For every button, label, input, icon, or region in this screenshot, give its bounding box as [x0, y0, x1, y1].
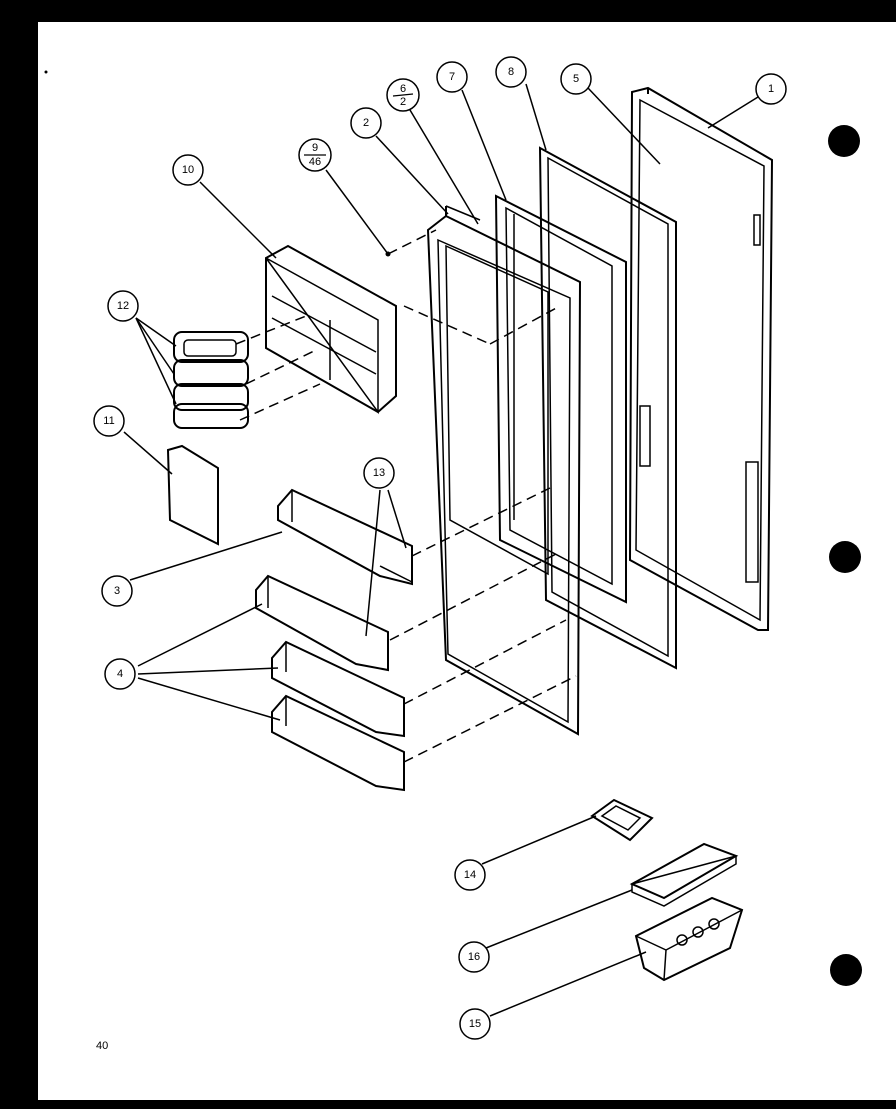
callout-7-circle: [436, 61, 468, 93]
door-outer-panel: [628, 86, 774, 631]
callout-5-circle: [560, 63, 592, 95]
door-bin-upper: [277, 488, 413, 586]
callout-9-label-top: 9: [312, 142, 318, 154]
assembly-lines: [235, 229, 577, 763]
callout-16-label: 16: [468, 951, 480, 963]
callout-12-circle: [107, 290, 139, 322]
ice-bin-lid: [629, 842, 739, 907]
small-tray: [590, 798, 654, 842]
callout-16-circle: [458, 941, 490, 973]
callout-6-label-bottom: 2: [400, 96, 406, 108]
diagram-sheet: [38, 22, 896, 1100]
door-liner: [426, 205, 582, 736]
callout-11-label: 11: [103, 415, 114, 427]
callout-3-circle: [101, 575, 133, 607]
callout-15-circle: [459, 1008, 491, 1040]
callout-8-circle: [495, 56, 527, 88]
door-bin-middle: [255, 574, 389, 672]
callout-3-label: 3: [114, 585, 120, 597]
leader-lines: [123, 83, 759, 1017]
speck-mark: [44, 70, 48, 74]
ice-bin: [634, 896, 744, 982]
door-bin-lower-2: [271, 694, 405, 792]
inner-liner-frame: [494, 194, 627, 604]
shelf-cover-panel: [166, 444, 219, 546]
callout-11-circle: [93, 405, 125, 437]
callout-12-label: 12: [117, 300, 129, 312]
callout-6-label-top: 6: [400, 83, 406, 95]
callout-9-label-bottom: 46: [309, 156, 321, 168]
callout-4-label: 4: [117, 668, 123, 680]
door-gasket: [538, 146, 677, 670]
binder-hole-bottom: [830, 954, 862, 986]
callout-13-circle: [363, 457, 395, 489]
callout-10-circle: [172, 154, 204, 186]
callout-8-label: 8: [508, 66, 514, 78]
callout-7-label: 7: [449, 71, 455, 83]
door-bin-lower-1: [271, 640, 405, 738]
callout-1-circle: [755, 73, 787, 105]
callout-14-circle: [454, 859, 486, 891]
binder-hole-top: [828, 125, 860, 157]
dairy-shelf-frame: [265, 244, 397, 415]
fastener-point: [385, 251, 391, 257]
storage-containers: [173, 331, 249, 429]
callout-1-label: 1: [768, 83, 774, 95]
callout-15-label: 15: [469, 1018, 481, 1030]
callout-5-label: 5: [573, 73, 579, 85]
callout-14-label: 14: [464, 869, 476, 881]
callout-13-label: 13: [373, 467, 385, 479]
callout-4-circle: [104, 658, 136, 690]
callout-2-circle: [350, 107, 382, 139]
page-number: 40: [96, 1040, 109, 1052]
callout-10-label: 10: [182, 164, 194, 176]
callout-2-label: 2: [363, 117, 369, 129]
binder-hole-middle: [829, 541, 861, 573]
